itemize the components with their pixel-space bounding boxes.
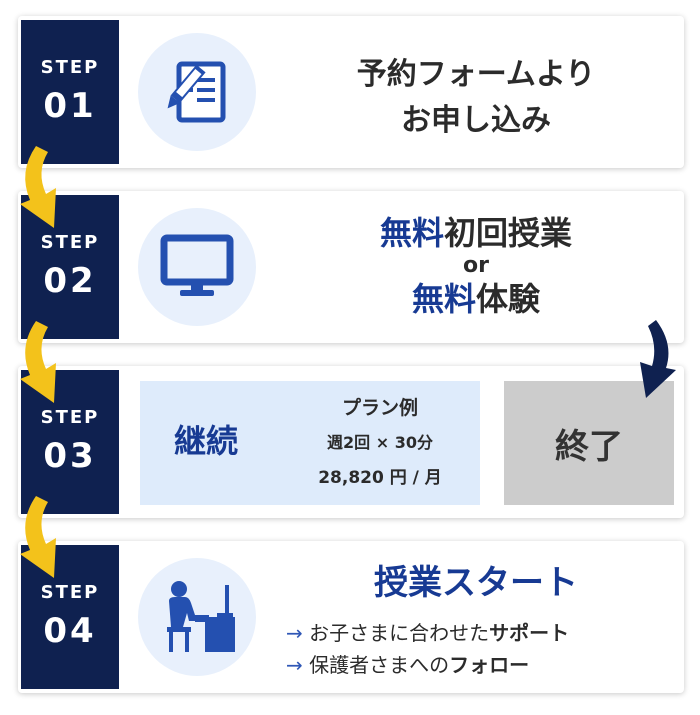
plan-price: 28,820 円 / 月 [318,468,442,488]
title-line-1: 無料初回授業 [268,213,684,253]
step-01-badge: STEP 01 [21,20,119,164]
step-01-title: 予約フォームより お申し込み [268,52,684,144]
trial-label: 体験 [476,280,541,318]
plan-title: プラン例 [341,397,418,419]
bullet-text: お子さまに合わせた [302,621,490,645]
list-item: → 保護者さまへのフォロー [286,649,569,681]
step-03-card: STEP 03 継続 プラン例 週2回 × 30分 28,820 円 / 月 終… [18,366,684,518]
icon-circle [138,208,256,326]
list-item: → お子さまに合わせたサポート [286,617,569,649]
step-label: STEP [40,57,100,78]
title-line-2: お申し込み [401,103,551,138]
plan-example: プラン例 週2回 × 30分 28,820 円 / 月 [290,391,470,495]
free-label: 無料 [411,280,476,318]
student-at-desk-icon [167,581,235,652]
support-list: → お子さまに合わせたサポート → 保護者さまへのフォロー [286,617,569,681]
step-label: STEP [40,582,100,603]
step-label: STEP [40,232,100,253]
monitor-icon [160,234,234,296]
bullet-text: 保護者さまへの [302,653,450,677]
curved-arrow-to-end-icon [640,320,676,398]
step-number: 03 [43,436,97,476]
plan-detail: 週2回 × 30分 [327,433,433,452]
icon-circle [138,33,256,151]
end-label: 終了 [555,426,623,467]
step-04-badge: STEP 04 [21,545,119,689]
title-line-1: 予約フォームより [356,57,596,92]
step-02-badge: STEP 02 [21,195,119,339]
step-03-badge: STEP 03 [21,370,119,514]
step-number: 04 [43,611,97,651]
icon-circle [138,558,256,676]
bullet-bold: サポート [489,621,570,645]
step-02-title: 無料初回授業 or 無料体験 [268,213,684,319]
step-02-card: STEP 02 無料初回授業 or 無料体験 [18,191,684,343]
or-label: or [463,253,489,278]
continue-plan-box: 継続 プラン例 週2回 × 30分 28,820 円 / 月 [140,381,480,505]
arrow-right-icon: → [286,653,303,677]
bullet-bold: フォロー [449,653,530,677]
free-label: 無料 [379,214,444,252]
end-box: 終了 [504,381,674,505]
form-document-pencil-icon [167,61,226,123]
title-line-3: 無料体験 [268,279,684,319]
continue-label: 継続 [174,422,239,460]
step-number: 01 [43,86,97,126]
step-01-card: STEP 01 予約フォームより お申し込み [18,16,684,168]
step-label: STEP [40,407,100,428]
arrow-right-icon: → [286,621,303,645]
step-number: 02 [43,261,97,301]
first-lesson-label: 初回授業 [444,214,573,252]
curved-arrow-down-icon [20,496,56,578]
step-04-card: STEP 04 授業スタート → お子さまに合わせたサポート → 保護者さまへの… [18,541,684,693]
lesson-start-title: 授業スタート [374,563,578,603]
step-04-title: 授業スタート [268,561,684,605]
curved-arrow-down-icon [20,321,56,403]
curved-arrow-down-icon [20,146,56,228]
